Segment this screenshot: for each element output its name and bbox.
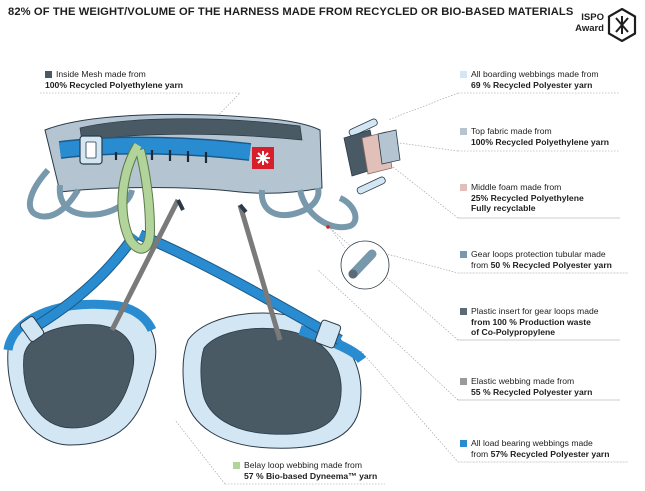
label-belay-loop: Belay loop webbing made from 57 % Bio-ba… <box>233 460 377 481</box>
label-elastic-webbing: Elastic webbing made from 55 % Recycled … <box>460 376 592 397</box>
page-title: 82% OF THE WEIGHT/VOLUME OF THE HARNESS … <box>8 6 574 18</box>
ispo-award-logo-icon <box>607 8 637 42</box>
label-plastic-insert: Plastic insert for gear loops made from … <box>460 306 599 338</box>
swatch-mesh <box>45 70 52 78</box>
gear-loops <box>27 167 359 231</box>
label-top-fabric: Top fabric made from 100% Recycled Polye… <box>460 126 609 147</box>
award-line-2: Award <box>575 23 604 34</box>
left-leg-loop <box>3 299 157 446</box>
leader-foam <box>383 159 620 219</box>
belay-loop <box>117 142 156 254</box>
cross-section-marker <box>326 225 330 229</box>
elastic-webbings <box>109 198 283 341</box>
cross-section-pointer <box>329 227 346 249</box>
leader-load <box>359 349 628 463</box>
leader-mesh <box>40 92 241 129</box>
leg-straps <box>19 229 343 349</box>
ispo-award-badge: ISPO Award <box>570 8 640 44</box>
waist-belt <box>44 113 323 194</box>
leader-boarding <box>387 92 620 121</box>
leader-elastic <box>317 269 620 401</box>
swatch-top <box>460 127 467 135</box>
leader-plastic <box>329 227 620 341</box>
swatch-belay <box>233 461 240 469</box>
swatch-boarding <box>460 70 467 78</box>
label-boarding-webbings: All boarding webbings made from 69 % Rec… <box>460 69 599 90</box>
swatch-load <box>460 439 467 447</box>
leader-tubular <box>371 249 628 274</box>
label-middle-foam: Middle foam made from 25% Recycled Polye… <box>460 182 584 214</box>
leader-top <box>391 141 620 152</box>
gear-loop-cross-section <box>340 240 390 290</box>
label-load-bearing-webbings: All load bearing webbings made from 57% … <box>460 438 610 459</box>
award-text: ISPO Award <box>570 12 604 34</box>
leader-belay <box>174 419 385 485</box>
swatch-plastic <box>460 307 467 315</box>
right-leg-loop <box>182 312 367 449</box>
swatch-tubular <box>460 250 467 258</box>
label-inside-mesh: Inside Mesh made from 100% Recycled Poly… <box>45 69 184 90</box>
material-layers-exploded <box>343 118 401 195</box>
award-line-1: ISPO <box>581 12 604 23</box>
leader-lines <box>40 92 628 485</box>
swatch-foam <box>460 183 467 191</box>
swatch-elastic <box>460 377 467 385</box>
label-gear-loops-tubular: Gear loops protection tubular made from … <box>460 249 612 270</box>
